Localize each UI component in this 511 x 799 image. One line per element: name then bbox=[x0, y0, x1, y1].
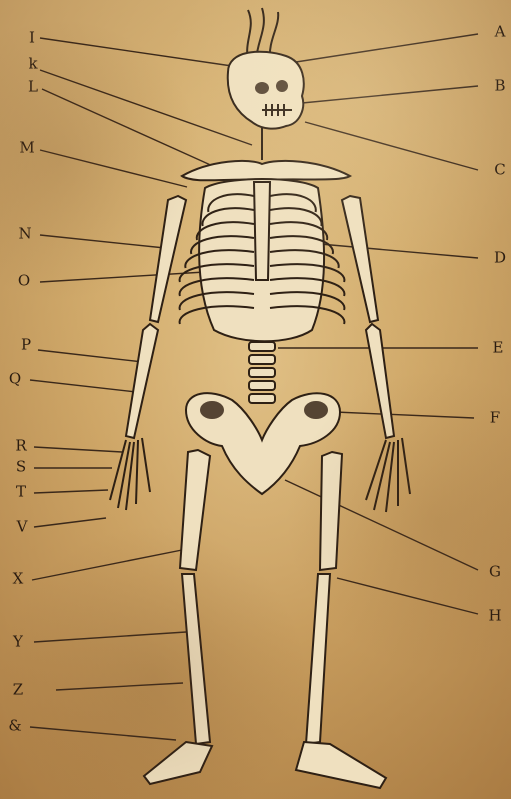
vertebra-5 bbox=[249, 342, 275, 351]
leader-line-F bbox=[335, 412, 474, 418]
leader-line-Z bbox=[56, 683, 183, 690]
legs bbox=[144, 450, 386, 788]
vertebra-8 bbox=[249, 381, 275, 390]
leader-line-amp bbox=[30, 727, 176, 740]
label-P: P bbox=[21, 338, 31, 353]
label-T: T bbox=[16, 485, 26, 500]
leader-line-P bbox=[38, 350, 143, 362]
label-M: M bbox=[19, 141, 34, 156]
leader-line-Q bbox=[30, 380, 136, 392]
label-F: F bbox=[490, 411, 500, 426]
leader-line-C bbox=[305, 122, 478, 170]
leader-line-Y bbox=[34, 632, 186, 642]
label-V: V bbox=[17, 520, 28, 535]
label-S: S bbox=[16, 460, 26, 475]
leader-line-R bbox=[34, 447, 122, 452]
leader-line-V bbox=[34, 518, 106, 527]
label-X: X bbox=[13, 572, 24, 587]
skull bbox=[228, 8, 304, 129]
vertebra-7 bbox=[249, 368, 275, 377]
label-N: N bbox=[18, 227, 31, 242]
label-G: G bbox=[489, 565, 501, 580]
leader-line-X bbox=[32, 548, 192, 580]
label-C: C bbox=[494, 163, 505, 178]
label-amp: & bbox=[8, 719, 21, 734]
label-L: L bbox=[28, 80, 38, 95]
label-I: I bbox=[29, 31, 35, 46]
leader-line-N bbox=[40, 235, 165, 248]
label-B: B bbox=[494, 79, 505, 94]
leader-line-G bbox=[285, 480, 478, 570]
leader-line-T bbox=[34, 490, 108, 493]
leader-line-I bbox=[40, 38, 232, 66]
leader-line-H bbox=[337, 578, 478, 614]
label-E: E bbox=[493, 341, 504, 356]
pelvis bbox=[186, 393, 340, 494]
label-O: O bbox=[18, 274, 30, 289]
label-Y: Y bbox=[13, 635, 23, 650]
leader-line-A bbox=[283, 34, 478, 64]
label-D: D bbox=[494, 251, 506, 266]
label-A: A bbox=[495, 25, 506, 40]
label-H: H bbox=[488, 609, 501, 624]
shoulders-ribcage bbox=[180, 161, 350, 341]
leader-line-B bbox=[302, 86, 478, 103]
vertebra-6 bbox=[249, 355, 275, 364]
vertebra-9 bbox=[249, 394, 275, 403]
label-R: R bbox=[15, 439, 26, 454]
leader-line-D bbox=[320, 244, 478, 258]
label-k: k bbox=[28, 57, 37, 72]
leader-line-M bbox=[40, 150, 187, 187]
leader-line-k bbox=[40, 70, 252, 145]
label-Z: Z bbox=[13, 683, 23, 698]
label-Q: Q bbox=[9, 372, 21, 387]
